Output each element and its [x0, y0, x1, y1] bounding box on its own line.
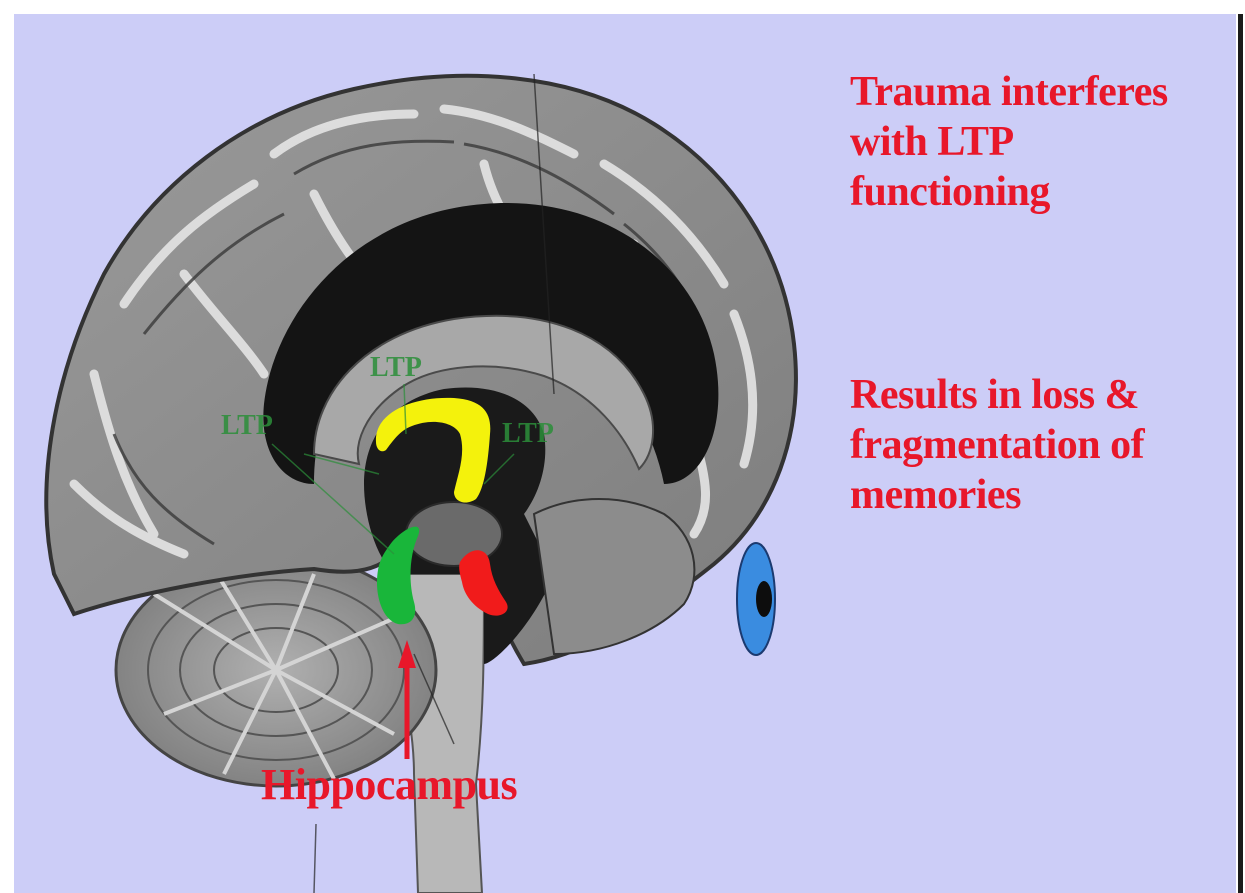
ltp-label: LTP [502, 418, 554, 450]
headline-results: Results in loss & fragmentation of memor… [850, 370, 1144, 520]
frame-edge [1238, 14, 1243, 893]
slide: LTP LTP LTP Trauma interferes with LTP f… [14, 14, 1236, 893]
headline-line: memories [850, 470, 1144, 520]
eye-icon [737, 543, 775, 655]
ltp-label: LTP [370, 352, 422, 384]
headline-line: Trauma interferes [850, 67, 1168, 117]
headline-line: functioning [850, 167, 1168, 217]
headline-trauma: Trauma interferes with LTP functioning [850, 67, 1168, 217]
headline-line: Results in loss & [850, 370, 1144, 420]
hippocampus-label: Hippocampus [261, 759, 517, 810]
headline-line: fragmentation of [850, 420, 1144, 470]
ltp-label: LTP [221, 410, 273, 442]
headline-line: with LTP [850, 117, 1168, 167]
